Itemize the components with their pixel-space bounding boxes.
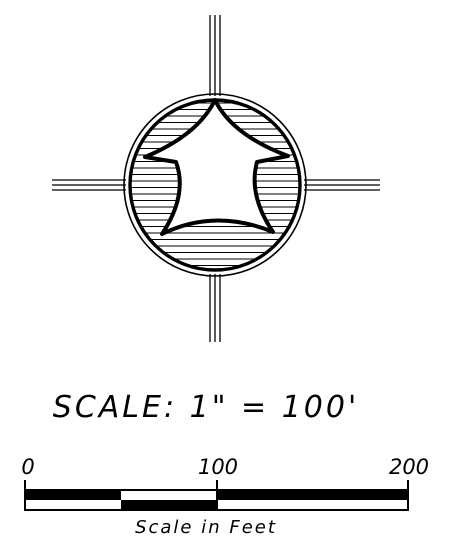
compass-line-north	[209, 15, 221, 96]
scale-bar-caption: Scale in Feet	[135, 517, 277, 538]
north-arrow-arrow-shape	[143, 98, 290, 236]
compass-line-west	[52, 179, 126, 191]
scale-bar-segment-top-right	[217, 490, 408, 500]
scale-bar-segment-bottom-mid	[121, 500, 217, 510]
scale-tick-label-200: 200	[389, 455, 429, 479]
scale-statement: SCALE: 1" = 100'	[53, 390, 359, 425]
scale-bar-segment-top-left	[25, 490, 121, 500]
scale-bar: 0 100 200 Scale in Feet	[21, 455, 429, 538]
compass-line-east	[304, 179, 380, 191]
scale-tick-label-0: 0	[21, 455, 34, 479]
north-arrow-icon	[52, 15, 380, 342]
scale-tick-label-100: 100	[198, 455, 238, 479]
compass-line-south	[209, 274, 221, 342]
